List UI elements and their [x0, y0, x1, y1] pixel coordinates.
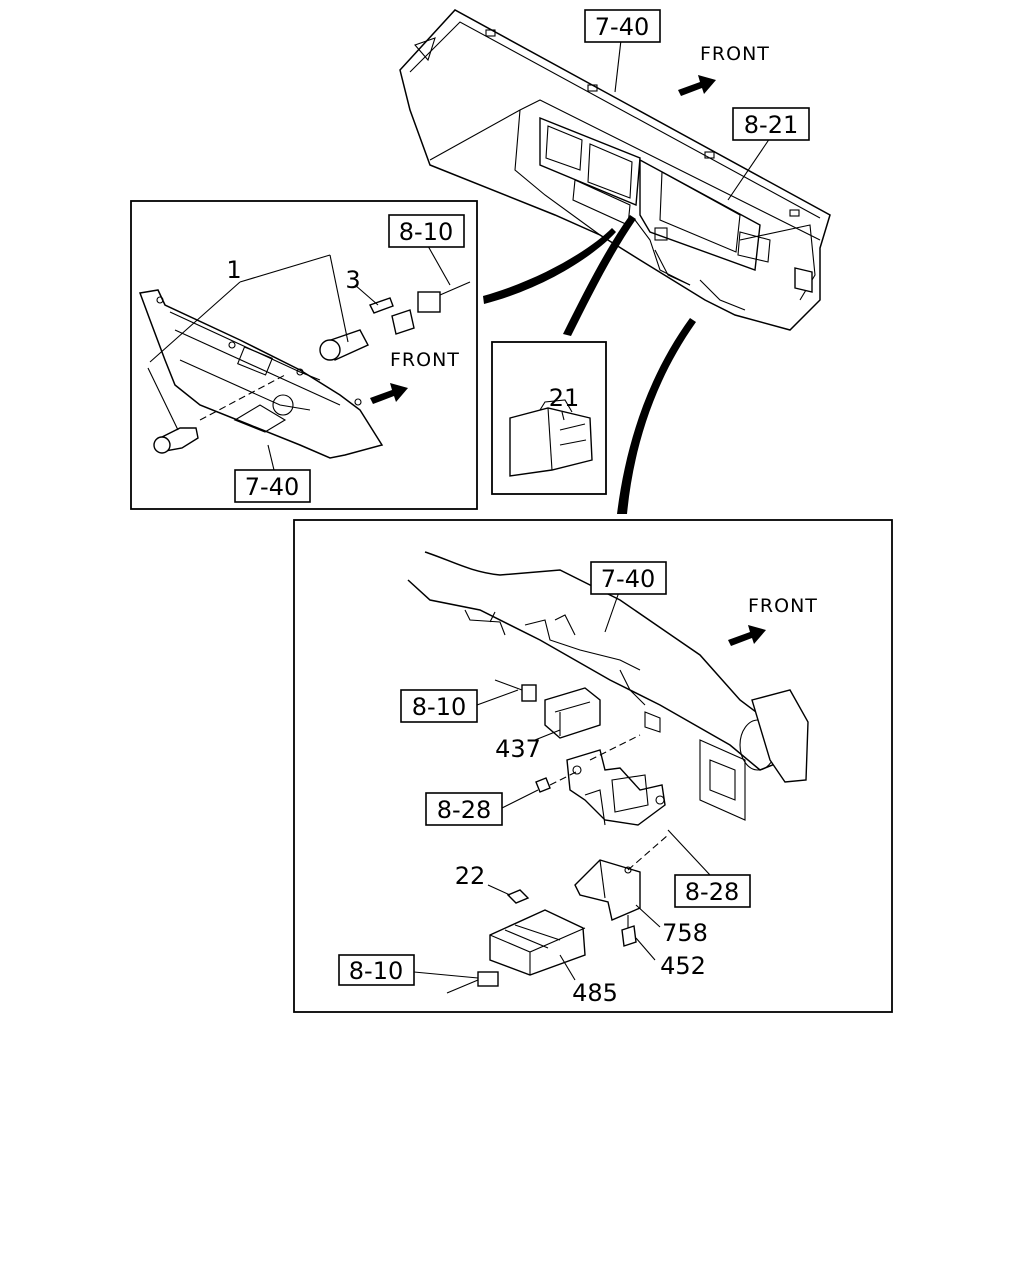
front-label-left: FRONT	[390, 349, 460, 371]
socket-part-icon	[391, 309, 415, 335]
part-label-452: 452	[660, 952, 706, 980]
ref-box-8-10-bottom-b	[338, 954, 415, 986]
part-label-21: 21	[549, 384, 580, 412]
callout-curve-bottom	[617, 318, 696, 514]
ref-box-7-40-top	[584, 9, 661, 43]
ref-box-8-10-bottom-a	[400, 689, 478, 723]
part-label-437: 437	[495, 735, 541, 763]
ref-label-8-21: 8-21	[744, 111, 798, 139]
ref-box-8-21	[732, 107, 810, 141]
callout-curve-middle	[563, 215, 636, 336]
ref-label-8-10-left: 8-10	[399, 218, 453, 246]
connector-part-icon	[417, 291, 441, 313]
bottom-inset-panel: 7-40 FRONT 8-10 437 8-28 8-28 22 758 452…	[293, 519, 893, 1013]
front-label-top: FRONT	[700, 43, 770, 65]
part-label-758: 758	[662, 919, 708, 947]
part-label-22: 22	[455, 862, 486, 890]
middle-inset-panel: 21	[491, 341, 607, 495]
ref-box-7-40-bottom	[590, 561, 667, 595]
front-arrow-icon-left	[370, 383, 408, 404]
fuse-box-485-icon	[489, 909, 586, 976]
ref-box-7-40-left	[234, 469, 311, 503]
ref-label-8-28-a: 8-28	[437, 796, 491, 824]
bracket-758-icon	[574, 859, 641, 921]
front-arrow-icon-top	[678, 75, 716, 96]
ref-label-8-28-b: 8-28	[685, 878, 739, 906]
callout-curve-left	[483, 228, 616, 304]
front-arrow-icon-bottom	[728, 625, 766, 646]
dashboard-overview: 7-40 8-21 FRONT	[399, 9, 831, 331]
ref-label-7-40-left: 7-40	[245, 473, 299, 501]
ref-box-8-28-a	[425, 792, 503, 826]
part-label-1: 1	[226, 256, 241, 284]
ref-label-7-40-top: 7-40	[595, 13, 649, 41]
bulb-part-icon	[369, 297, 394, 314]
relay-437-icon	[544, 687, 601, 739]
part-label-3: 3	[345, 266, 360, 294]
part-label-485: 485	[572, 979, 618, 1007]
ref-label-8-10-bottom-b: 8-10	[349, 957, 403, 985]
fuse-22-icon	[506, 889, 530, 904]
ref-label-7-40-bottom: 7-40	[601, 565, 655, 593]
left-inset-panel: 1 3 8-10 FRONT 7-40	[130, 200, 478, 510]
ref-box-8-28-b	[674, 874, 751, 908]
ref-label-8-10-bottom-a: 8-10	[412, 693, 466, 721]
ref-box-8-10-left	[388, 214, 465, 248]
front-label-bottom: FRONT	[748, 595, 818, 617]
bolt-452-icon	[621, 925, 637, 947]
